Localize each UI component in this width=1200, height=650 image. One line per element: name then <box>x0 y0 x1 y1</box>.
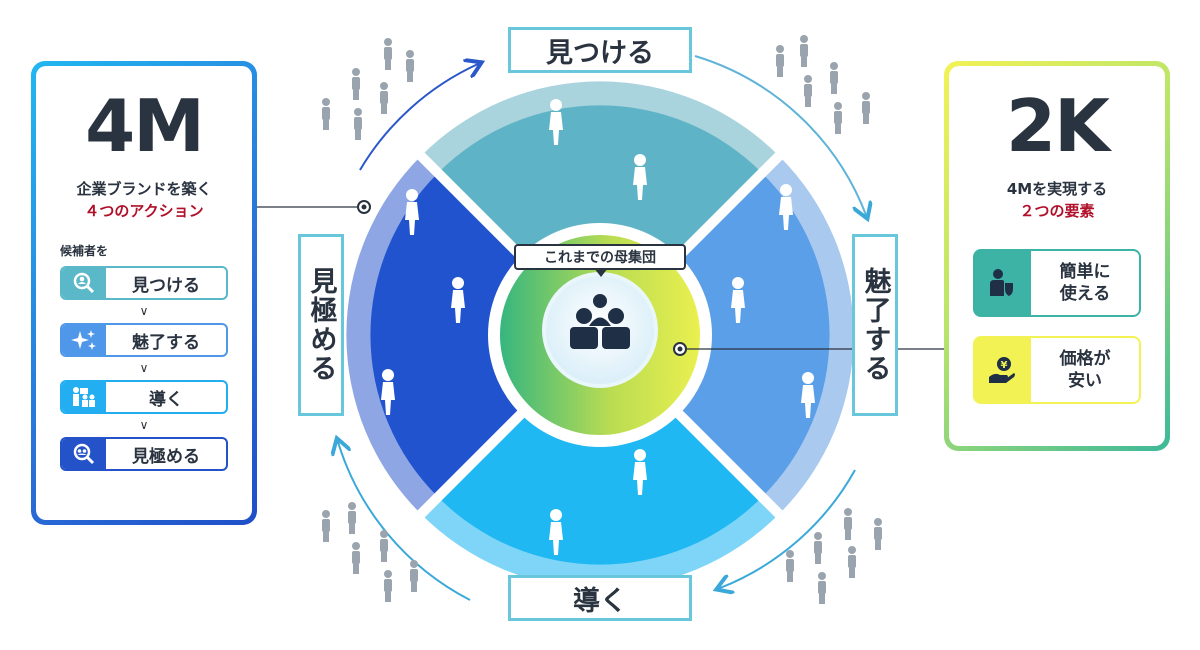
person-shield-icon <box>973 249 1031 317</box>
step-guide-label: 導く <box>149 389 183 410</box>
four-m-subtitle: 企業ブランドを築く <box>76 180 212 198</box>
step-attract-label: 魅了する <box>132 332 200 353</box>
element-low-price-label: 価格が安い <box>1031 338 1139 402</box>
two-k-panel: 2K 4Mを実現する ２つの要素 簡単に使える ¥ 価格が安い <box>944 61 1170 451</box>
four-m-title: 4M <box>85 84 205 168</box>
wheel-label-left: 見極める <box>298 234 344 416</box>
step-guide: 導く <box>60 380 228 414</box>
search-person-icon <box>62 268 106 298</box>
wheel-label-right: 魅了する <box>852 234 898 416</box>
four-m-panel: 4M 企業ブランドを築く ４つのアクション 候補者を 見つける ∨ 魅了する ∨ <box>31 61 257 525</box>
guide-people-icon <box>62 382 106 412</box>
four-m-subtitle-accent: ４つのアクション <box>84 202 204 220</box>
sparkle-icon <box>62 325 106 355</box>
element-easy-to-use: 簡単に使える <box>973 249 1141 317</box>
quadrant-bottom <box>438 335 762 565</box>
wheel-label-top: 見つける <box>508 27 692 73</box>
group-people-icon <box>570 294 630 349</box>
yen-coin-hand-icon: ¥ <box>973 336 1031 404</box>
orbit-arrow-left <box>338 442 471 601</box>
step-evaluate-label: 見極める <box>132 446 200 467</box>
core-inner <box>542 272 658 388</box>
two-k-title: 2K <box>1006 84 1110 168</box>
step-find: 見つける <box>60 266 228 300</box>
chevron-down-icon: ∨ <box>139 361 149 375</box>
wheel-label-bottom: 導く <box>508 575 692 621</box>
element-easy-to-use-label: 簡単に使える <box>1031 251 1139 315</box>
element-low-price: ¥ 価格が安い <box>973 336 1141 404</box>
orbit-arrow-bottom <box>720 469 856 588</box>
steps-heading: 候補者を <box>60 244 109 258</box>
orbit-arrow-right <box>694 55 866 215</box>
step-find-label: 見つける <box>132 275 200 296</box>
step-attract: 魅了する <box>60 323 228 357</box>
step-evaluate: 見極める <box>60 437 228 471</box>
walking-person-icons <box>381 99 815 555</box>
center-label: これまでの母集団 <box>514 244 686 277</box>
chevron-down-icon: ∨ <box>139 304 149 318</box>
chevron-down-icon: ∨ <box>139 418 149 432</box>
crowd-figure-icons <box>322 35 882 604</box>
svg-text:¥: ¥ <box>1001 360 1008 371</box>
two-k-subtitle-accent: ２つの要素 <box>1019 202 1095 220</box>
quadrant-top <box>438 105 762 335</box>
orbit-arrow-top <box>359 64 478 171</box>
two-k-subtitle: 4Mを実現する <box>1006 180 1108 198</box>
search-group-icon <box>62 439 106 469</box>
quadrant-left <box>370 173 600 497</box>
quadrant-right <box>600 173 830 497</box>
